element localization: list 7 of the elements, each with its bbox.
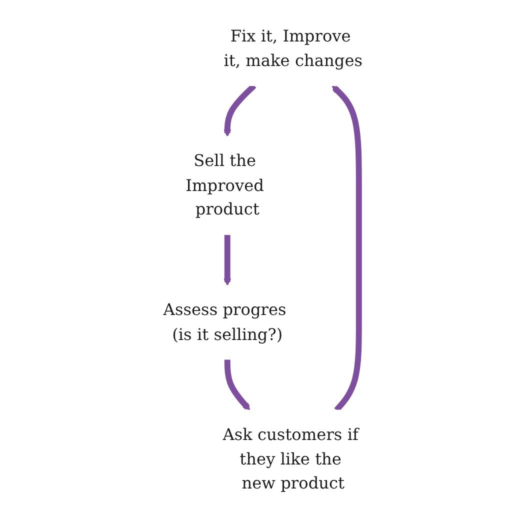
arrow	[331, 84, 362, 412]
arrow	[223, 234, 231, 286]
node-text: Ask customers if they like the new product	[222, 424, 358, 492]
node-text: Fix it, Improve it, make changes	[223, 26, 362, 70]
node-text: Sell the Improved product	[185, 151, 264, 218]
arrow	[224, 358, 250, 410]
node-text: Assess progres (is it selling?)	[163, 300, 286, 344]
